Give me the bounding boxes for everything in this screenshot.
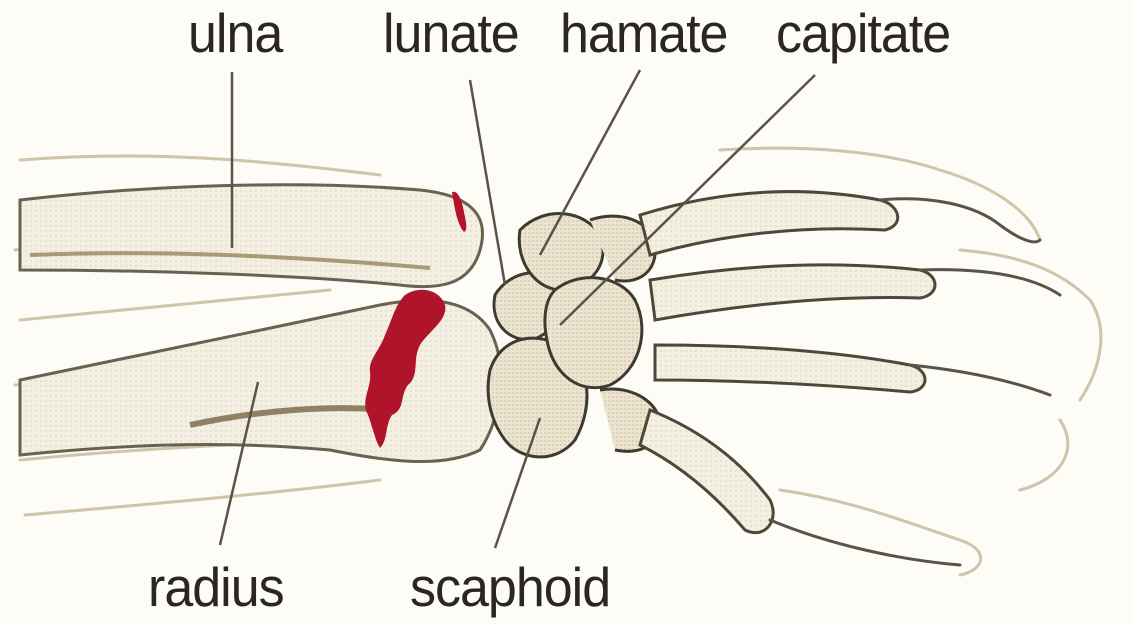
label-ulna: ulna — [188, 7, 282, 62]
label-capitate: capitate — [776, 7, 950, 62]
label-hamate: hamate — [560, 7, 727, 62]
ulna-bone — [20, 185, 483, 287]
capitate-bone — [545, 278, 642, 388]
metacarpal-bones — [640, 192, 935, 533]
carpal-bones — [488, 214, 660, 457]
label-radius: radius — [148, 561, 284, 616]
label-lunate: lunate — [383, 7, 519, 62]
label-scaphoid: scaphoid — [410, 561, 610, 616]
